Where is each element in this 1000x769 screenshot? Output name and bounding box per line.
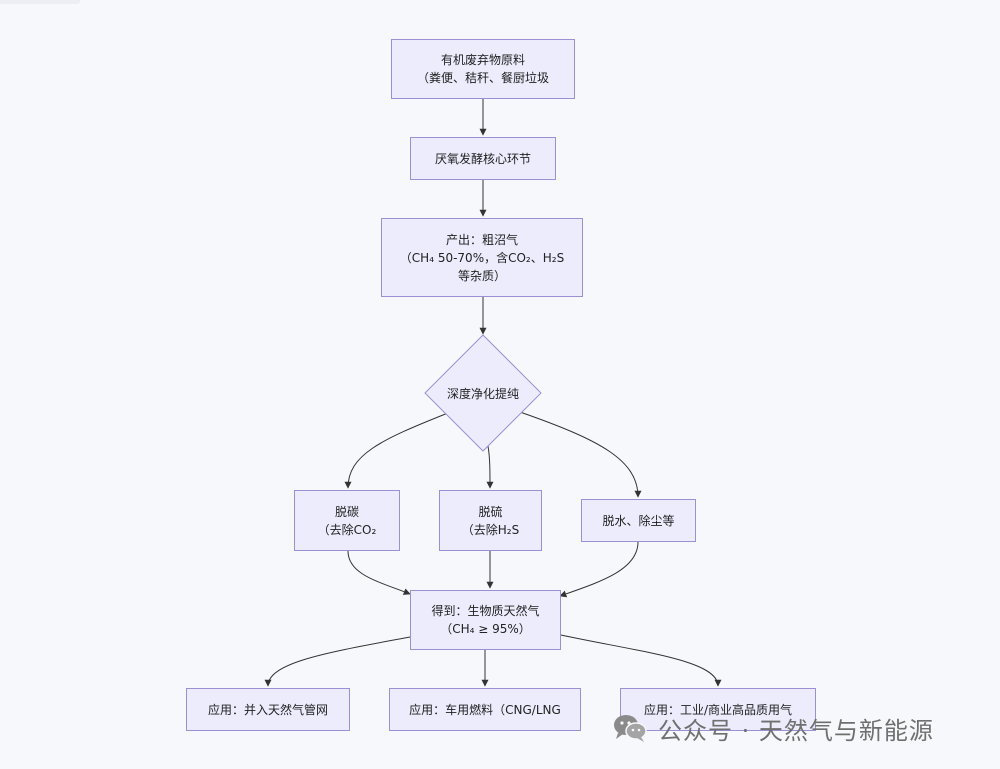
biomethane-purity: （CH₄ ≥ 95%） bbox=[440, 622, 531, 636]
decarbonize-node: 脱碳 （去除CO₂ bbox=[294, 490, 400, 551]
raw-material-node: 有机废弃物原料 （粪便、秸秆、餐厨垃圾 bbox=[391, 39, 575, 99]
crude-biogas-title: 产出：粗沼气 bbox=[445, 232, 518, 247]
decarbonize-detail: （去除CO₂ bbox=[317, 522, 377, 537]
app-industry-title: 应用：工业/商业高品质用气 bbox=[643, 702, 793, 717]
desulfurize-title: 脱硫 bbox=[478, 504, 503, 519]
watermark-text: 公众号 · 天然气与新能源 bbox=[658, 716, 934, 745]
app-vehicle-node: 应用：车用燃料（CNG/LNG bbox=[389, 688, 581, 731]
biomethane-node: 得到：生物质天然气 （CH₄ ≥ 95%） bbox=[410, 590, 561, 650]
edge-dehydrate-to-biomethane bbox=[559, 541, 639, 598]
anaerobic-title: 厌氧发酵核心环节 bbox=[434, 151, 531, 166]
biomethane-title: 得到：生物质天然气 bbox=[431, 604, 540, 618]
raw-material-detail: （粪便、秸秆、餐厨垃圾 bbox=[416, 71, 549, 85]
app-vehicle-title: 应用：车用燃料（CNG/LNG bbox=[409, 702, 561, 717]
anaerobic-node: 厌氧发酵核心环节 bbox=[410, 137, 556, 180]
app-industry-node: 应用：工业/商业高品质用气 bbox=[620, 688, 816, 731]
dehydrate-title: 脱水、除尘等 bbox=[602, 513, 675, 528]
wechat-icon bbox=[614, 715, 647, 742]
top-left-tab bbox=[0, 0, 80, 4]
decarbonize-title: 脱碳 bbox=[334, 504, 359, 519]
crude-biogas-composition: （CH₄ 50-70%，含CO₂、H₂S bbox=[399, 250, 565, 265]
app-grid-title: 应用：并入天然气管网 bbox=[207, 702, 328, 717]
purification-label: 深度净化提纯 bbox=[447, 386, 519, 401]
raw-material-title: 有机废弃物原料 bbox=[440, 53, 525, 67]
desulfurize-node: 脱硫 （去除H₂S bbox=[439, 490, 542, 551]
crude-biogas-node: 产出：粗沼气 （CH₄ 50-70%，含CO₂、H₂S 等杂质） bbox=[381, 218, 583, 297]
app-grid-node: 应用：并入天然气管网 bbox=[186, 688, 350, 731]
crude-biogas-impurities: 等杂质） bbox=[457, 268, 506, 283]
edge-decarbonize-to-biomethane bbox=[347, 550, 411, 595]
purification-diamond bbox=[424, 334, 542, 452]
desulfurize-detail: （去除H₂S bbox=[461, 522, 520, 537]
edge-purification-to-decarbonize bbox=[344, 412, 449, 489]
edge-purification-to-desulfurize bbox=[486, 445, 494, 489]
edge-biomethane-to-grid bbox=[264, 636, 411, 687]
edge-purification-to-dehydrate bbox=[519, 411, 642, 498]
dehydrate-node: 脱水、除尘等 bbox=[581, 499, 696, 542]
edge-biomethane-to-industry bbox=[560, 634, 722, 687]
watermark: 公众号 · 天然气与新能源 bbox=[612, 708, 934, 748]
